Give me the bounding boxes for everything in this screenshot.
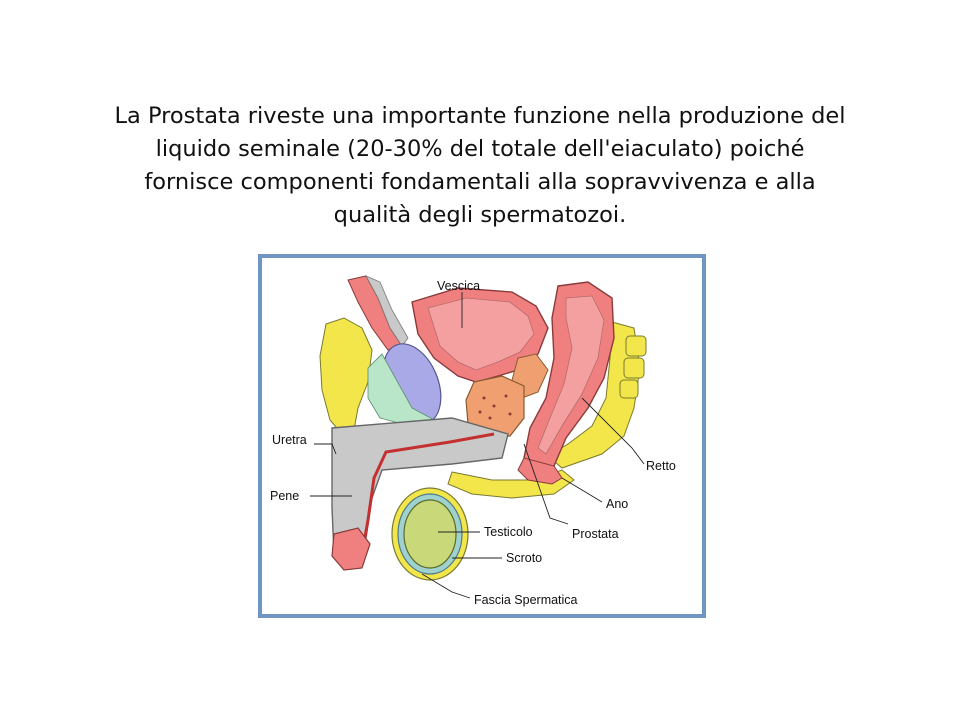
label-leaders (310, 292, 645, 599)
label-fascia-spermatica: Fascia Spermatica (474, 593, 578, 607)
anatomy-illustration: Vescica Uretra Pene Retto Ano Testicolo … (270, 275, 676, 607)
glans (331, 527, 371, 571)
rectum-inner (537, 295, 605, 455)
prostate-dots (478, 394, 512, 420)
label-uretra: Uretra (272, 433, 307, 447)
testis (403, 499, 457, 569)
label-vescica: Vescica (437, 279, 480, 293)
paragraph-line: liquido seminale (20-30% del totale dell… (155, 136, 805, 162)
abdominal-wall-inner (365, 275, 409, 347)
slide-paragraph: La Prostata riveste una importante funzi… (40, 100, 920, 232)
label-scroto: Scroto (506, 551, 542, 565)
bladder-lumen (427, 297, 535, 371)
label-pene: Pene (270, 489, 299, 503)
anatomy-figure-frame: Vescica Uretra Pene Retto Ano Testicolo … (258, 254, 706, 618)
paragraph-line: La Prostata riveste una importante funzi… (114, 103, 846, 129)
label-testicolo: Testicolo (484, 525, 533, 539)
fat-tissue-front (319, 317, 373, 435)
urethra-line (360, 432, 495, 555)
paragraph-line: fornisce componenti fondamentali alla so… (144, 169, 816, 195)
paragraph-line: qualità degli spermatozoi. (333, 202, 627, 228)
label-ano: Ano (606, 497, 628, 511)
label-prostata: Prostata (572, 527, 619, 541)
sacrum-bone (619, 335, 647, 399)
anal-canal (517, 457, 563, 485)
label-retto: Retto (646, 459, 676, 473)
